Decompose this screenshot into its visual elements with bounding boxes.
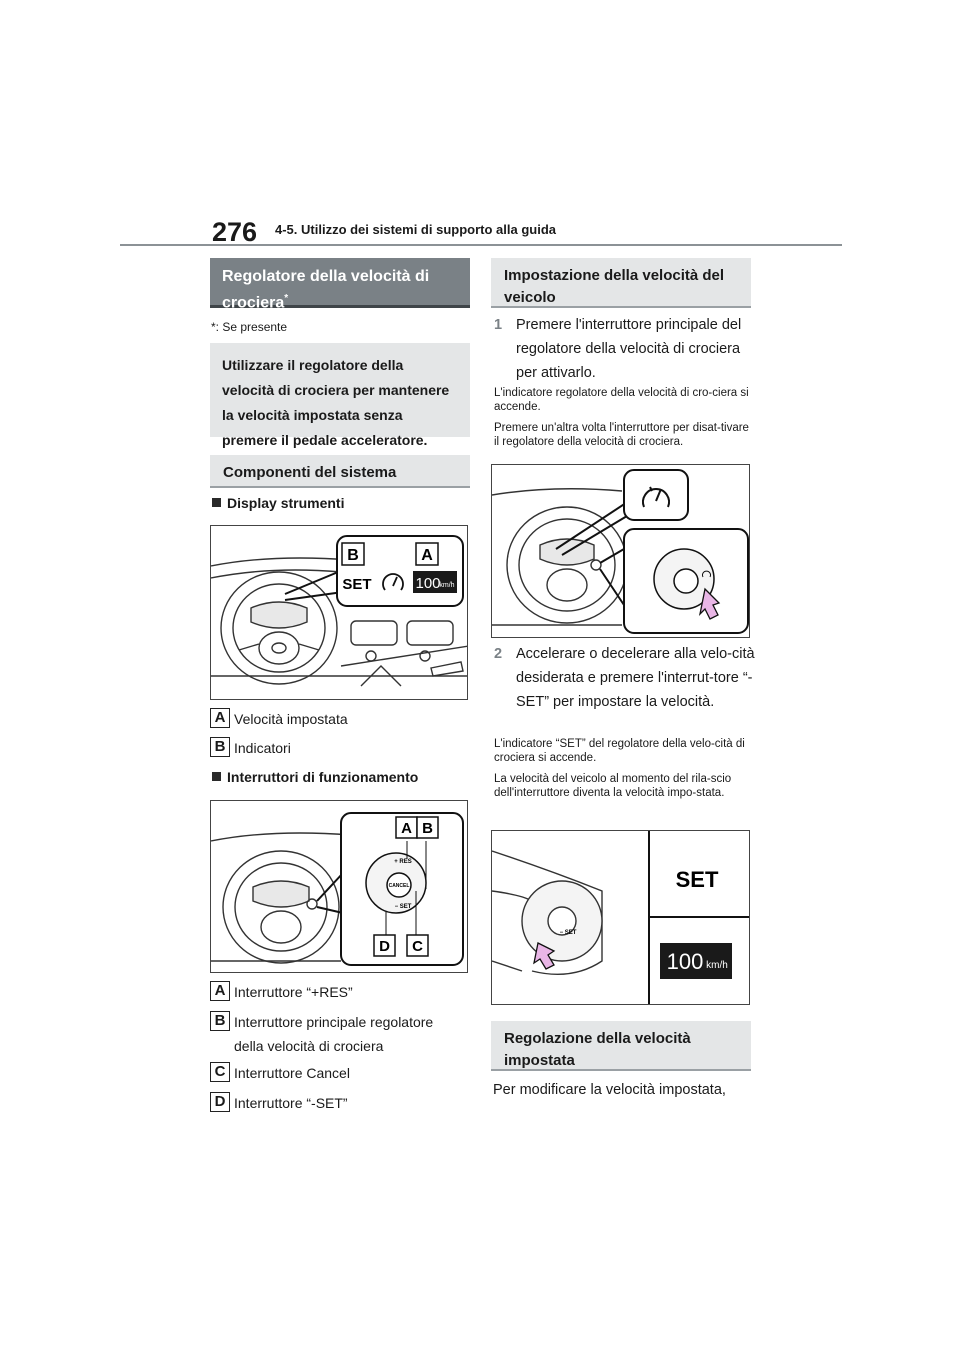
display-heading: Display strumenti [212,495,344,511]
section-title-text: Regolatore della velocità di crociera [222,268,430,312]
legend-text: Indicatori [234,740,291,756]
switch-illustration: + RES CANCEL − SET A B D C [210,800,468,973]
adjust-paragraph: Per modificare la velocità impostata, [493,1082,726,1098]
press-arrow-icon [698,587,721,620]
note-2b: La velocità del veicolo al momento del r… [494,773,732,799]
res-label: + RES [394,859,412,865]
set-speed-value: 100 [415,575,440,592]
set-label: − SET [395,904,412,910]
step-number: 1 [494,317,503,333]
components-title-text: Componenti del sistema [223,464,397,481]
step-number: 2 [494,646,503,662]
note-1a: L'indicatore regolatore della velocità d… [494,387,749,413]
legend-text: Interruttore Cancel [234,1065,350,1081]
note-1b: Premere un'altra volta l'interruttore pe… [494,422,749,448]
cruise-control-gauge-icon [382,573,404,591]
set-small-label: − SET [560,930,577,936]
switches-heading-text: Interruttori di funzionamento [227,769,419,785]
legend-badge-c: C [210,1062,230,1082]
section-title-set-speed: Impostazione della velocità del veicolo [491,258,751,308]
square-bullet-icon [212,772,221,781]
step-text: Accelerare o decelerare alla velo-cità d… [516,646,755,710]
set-speed-unit: km/h [439,582,454,589]
step-text: Premere l'interruttore principale del re… [516,317,742,381]
legend-badge-b: B [210,737,230,757]
section-title-text: Impostazione della velocità del veicolo [504,267,725,306]
legend-badge-a: A [210,981,230,1001]
set-indicator-text: SET [676,867,719,892]
legend-text: Velocità impostata [234,711,348,727]
legend-text: Interruttore principale regolatore della… [234,1014,434,1054]
footnote: *: Se presente [211,320,288,334]
set-indicator-text: SET [342,576,371,593]
display-label-b: B [347,547,359,564]
switch-label-c: C [412,938,423,955]
legend-text: Interruttore “-SET” [234,1095,348,1111]
set-speed-unit: km/h [706,960,728,971]
display-illustration: B A SET 100 km/h [210,525,468,700]
cancel-label: CANCEL [389,883,410,889]
switches-heading: Interruttori di funzionamento [212,769,418,785]
switch-label-b: B [422,820,433,837]
intro-text: Utilizzare il regolatore della velocità … [222,357,450,448]
legend-text: Interruttore “+RES” [234,984,353,1000]
section-title-adjust: Regolazione della velocità impostata [491,1021,751,1071]
switch-label-a: A [401,820,412,837]
chapter-title: 4-5. Utilizzo dei sistemi di supporto al… [275,222,556,237]
components-title: Componenti del sistema [210,455,470,488]
section-title-text: Regolazione della velocità impostata [504,1030,691,1069]
section-title-cruise-control: Regolatore della velocità di crociera* [210,258,470,312]
set-illustration: − SET SET 100 km/h [491,830,750,1005]
legend-badge-d: D [210,1092,230,1112]
display-heading-text: Display strumenti [227,495,345,511]
legend-badge-b: B [210,1011,230,1031]
title-asterisk: * [284,293,289,304]
set-speed-value: 100 [667,949,704,974]
display-label-a: A [421,547,433,564]
main-switch-illustration [491,464,750,638]
header-rule [120,244,842,246]
switch-label-d: D [379,938,390,955]
press-arrow-icon [533,942,556,970]
note-2a: L'indicatore “SET” del regolatore della … [494,738,745,764]
cruise-control-gauge-icon [642,486,670,508]
intro-box: Utilizzare il regolatore della velocità … [210,343,470,448]
square-bullet-icon [212,498,221,507]
page-number: 276 [212,217,258,247]
legend-badge-a: A [210,708,230,728]
